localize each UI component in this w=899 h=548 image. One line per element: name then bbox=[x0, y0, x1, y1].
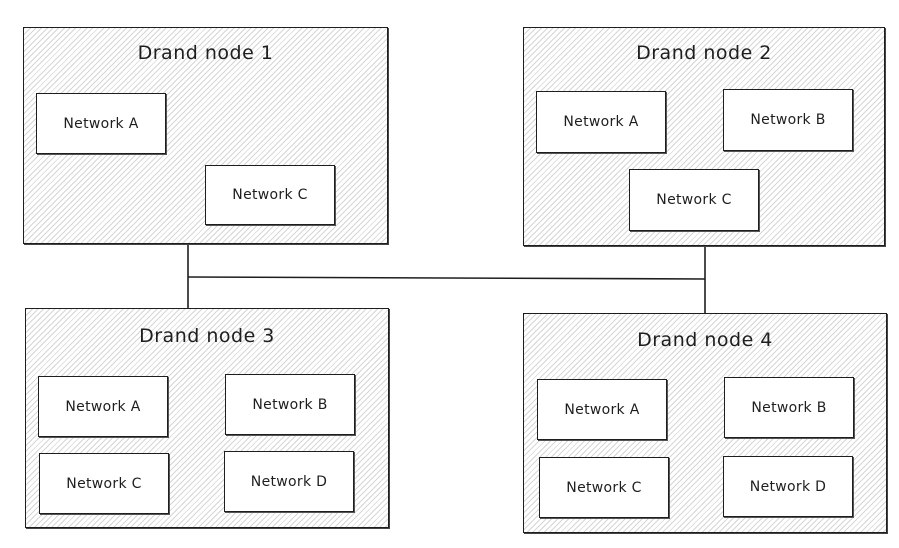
node-2-network-a: Network A bbox=[536, 91, 666, 153]
node-1-title: Drand node 1 bbox=[137, 42, 274, 64]
node-4-network-c: Network C bbox=[539, 457, 669, 518]
node-3-network-b: Network B bbox=[225, 374, 355, 435]
node-2-network-b: Network B bbox=[723, 89, 853, 151]
node-4-network-d: Network D bbox=[723, 456, 853, 517]
node-1-network-c: Network C bbox=[205, 165, 335, 225]
node-1-network-a: Network A bbox=[36, 93, 166, 154]
link-horizontal-bus bbox=[187, 276, 706, 280]
drand-node-4: Drand node 4 Network A Network B Network… bbox=[523, 313, 887, 533]
node-2-network-c: Network C bbox=[629, 169, 759, 231]
node-3-title: Drand node 3 bbox=[139, 325, 275, 347]
node-2-title: Drand node 2 bbox=[636, 42, 772, 64]
node-4-title: Drand node 4 bbox=[637, 329, 773, 351]
drand-node-3: Drand node 3 Network A Network B Network… bbox=[25, 308, 389, 528]
node-4-network-b: Network B bbox=[724, 377, 854, 438]
node-3-network-c: Network C bbox=[39, 453, 169, 514]
drand-node-2: Drand node 2 Network A Network B Network… bbox=[523, 27, 885, 246]
node-4-network-a: Network A bbox=[537, 379, 667, 440]
drand-node-1: Drand node 1 Network A Network C bbox=[23, 27, 388, 244]
node-3-network-d: Network D bbox=[224, 451, 354, 512]
node-3-network-a: Network A bbox=[38, 376, 168, 437]
